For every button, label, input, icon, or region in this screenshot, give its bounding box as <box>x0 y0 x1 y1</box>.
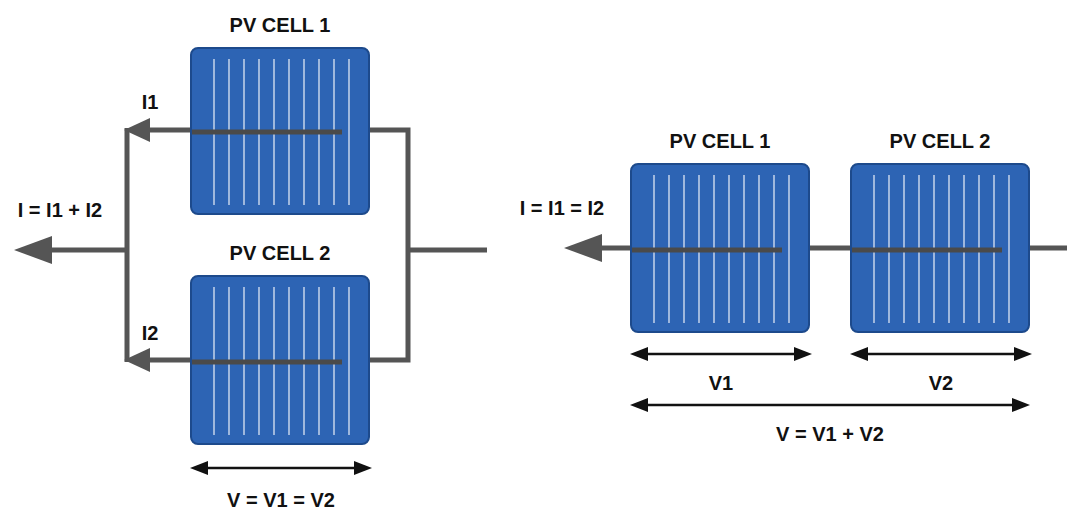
arrowhead <box>794 347 812 361</box>
busbar <box>632 248 782 253</box>
arrowhead <box>1014 347 1032 361</box>
cell-heading: PV CELL 1 <box>186 13 374 37</box>
dimension-line <box>640 404 1020 407</box>
output-wire <box>1028 246 1067 251</box>
arrowhead <box>630 347 648 361</box>
cell-heading: PV CELL 2 <box>186 241 374 265</box>
wire <box>146 128 192 133</box>
pv-cell: PV CELL 1 <box>190 13 370 215</box>
panel-graphic <box>632 165 810 333</box>
busbar <box>852 248 1002 253</box>
voltage-label: V = V1 + V2 <box>776 422 884 446</box>
arrowhead <box>1012 398 1030 412</box>
current-label: I = I1 = I2 <box>520 196 605 220</box>
solar-panel <box>630 163 810 333</box>
current-label: I = I1 + I2 <box>18 198 103 222</box>
pv-cell: PV CELL 1 <box>630 129 810 333</box>
output-wire <box>408 248 487 253</box>
arrowhead <box>630 398 648 412</box>
solar-panel <box>850 163 1030 333</box>
cell-heading: PV CELL 1 <box>626 129 814 153</box>
cell-finger <box>348 59 350 205</box>
arrowhead <box>124 348 150 372</box>
wire-connector <box>370 130 408 360</box>
cell-heading: PV CELL 2 <box>846 129 1034 153</box>
solar-panel <box>190 275 370 445</box>
arrowhead <box>564 234 602 262</box>
dimension-line <box>640 353 802 356</box>
panel-graphic <box>192 49 370 215</box>
panel-graphic <box>852 165 1030 333</box>
wire <box>146 358 192 363</box>
busbar <box>192 130 342 135</box>
voltage-label: V1 <box>709 371 733 395</box>
arrowhead <box>14 236 52 264</box>
pv-cell: PV CELL 2 <box>850 129 1030 333</box>
output-wire <box>48 248 127 253</box>
arrowhead <box>850 347 868 361</box>
cell-finger <box>348 287 350 435</box>
arrowhead <box>354 461 372 475</box>
wire <box>598 246 632 251</box>
current-label: I1 <box>142 90 159 114</box>
bus-wire <box>125 128 130 362</box>
wire-connector <box>810 246 850 251</box>
solar-panel <box>190 47 370 215</box>
busbar <box>192 360 342 365</box>
voltage-label: V = V1 = V2 <box>227 488 335 512</box>
voltage-label: V2 <box>929 371 953 395</box>
arrowhead <box>190 461 208 475</box>
cell-finger <box>788 175 790 323</box>
arrowhead <box>124 118 150 142</box>
dimension-line <box>860 353 1022 356</box>
pv-cell: PV CELL 2 <box>190 241 370 445</box>
current-label: I2 <box>142 321 159 345</box>
dimension-line <box>200 467 362 470</box>
cell-finger <box>1008 175 1010 323</box>
panel-graphic <box>192 277 370 445</box>
